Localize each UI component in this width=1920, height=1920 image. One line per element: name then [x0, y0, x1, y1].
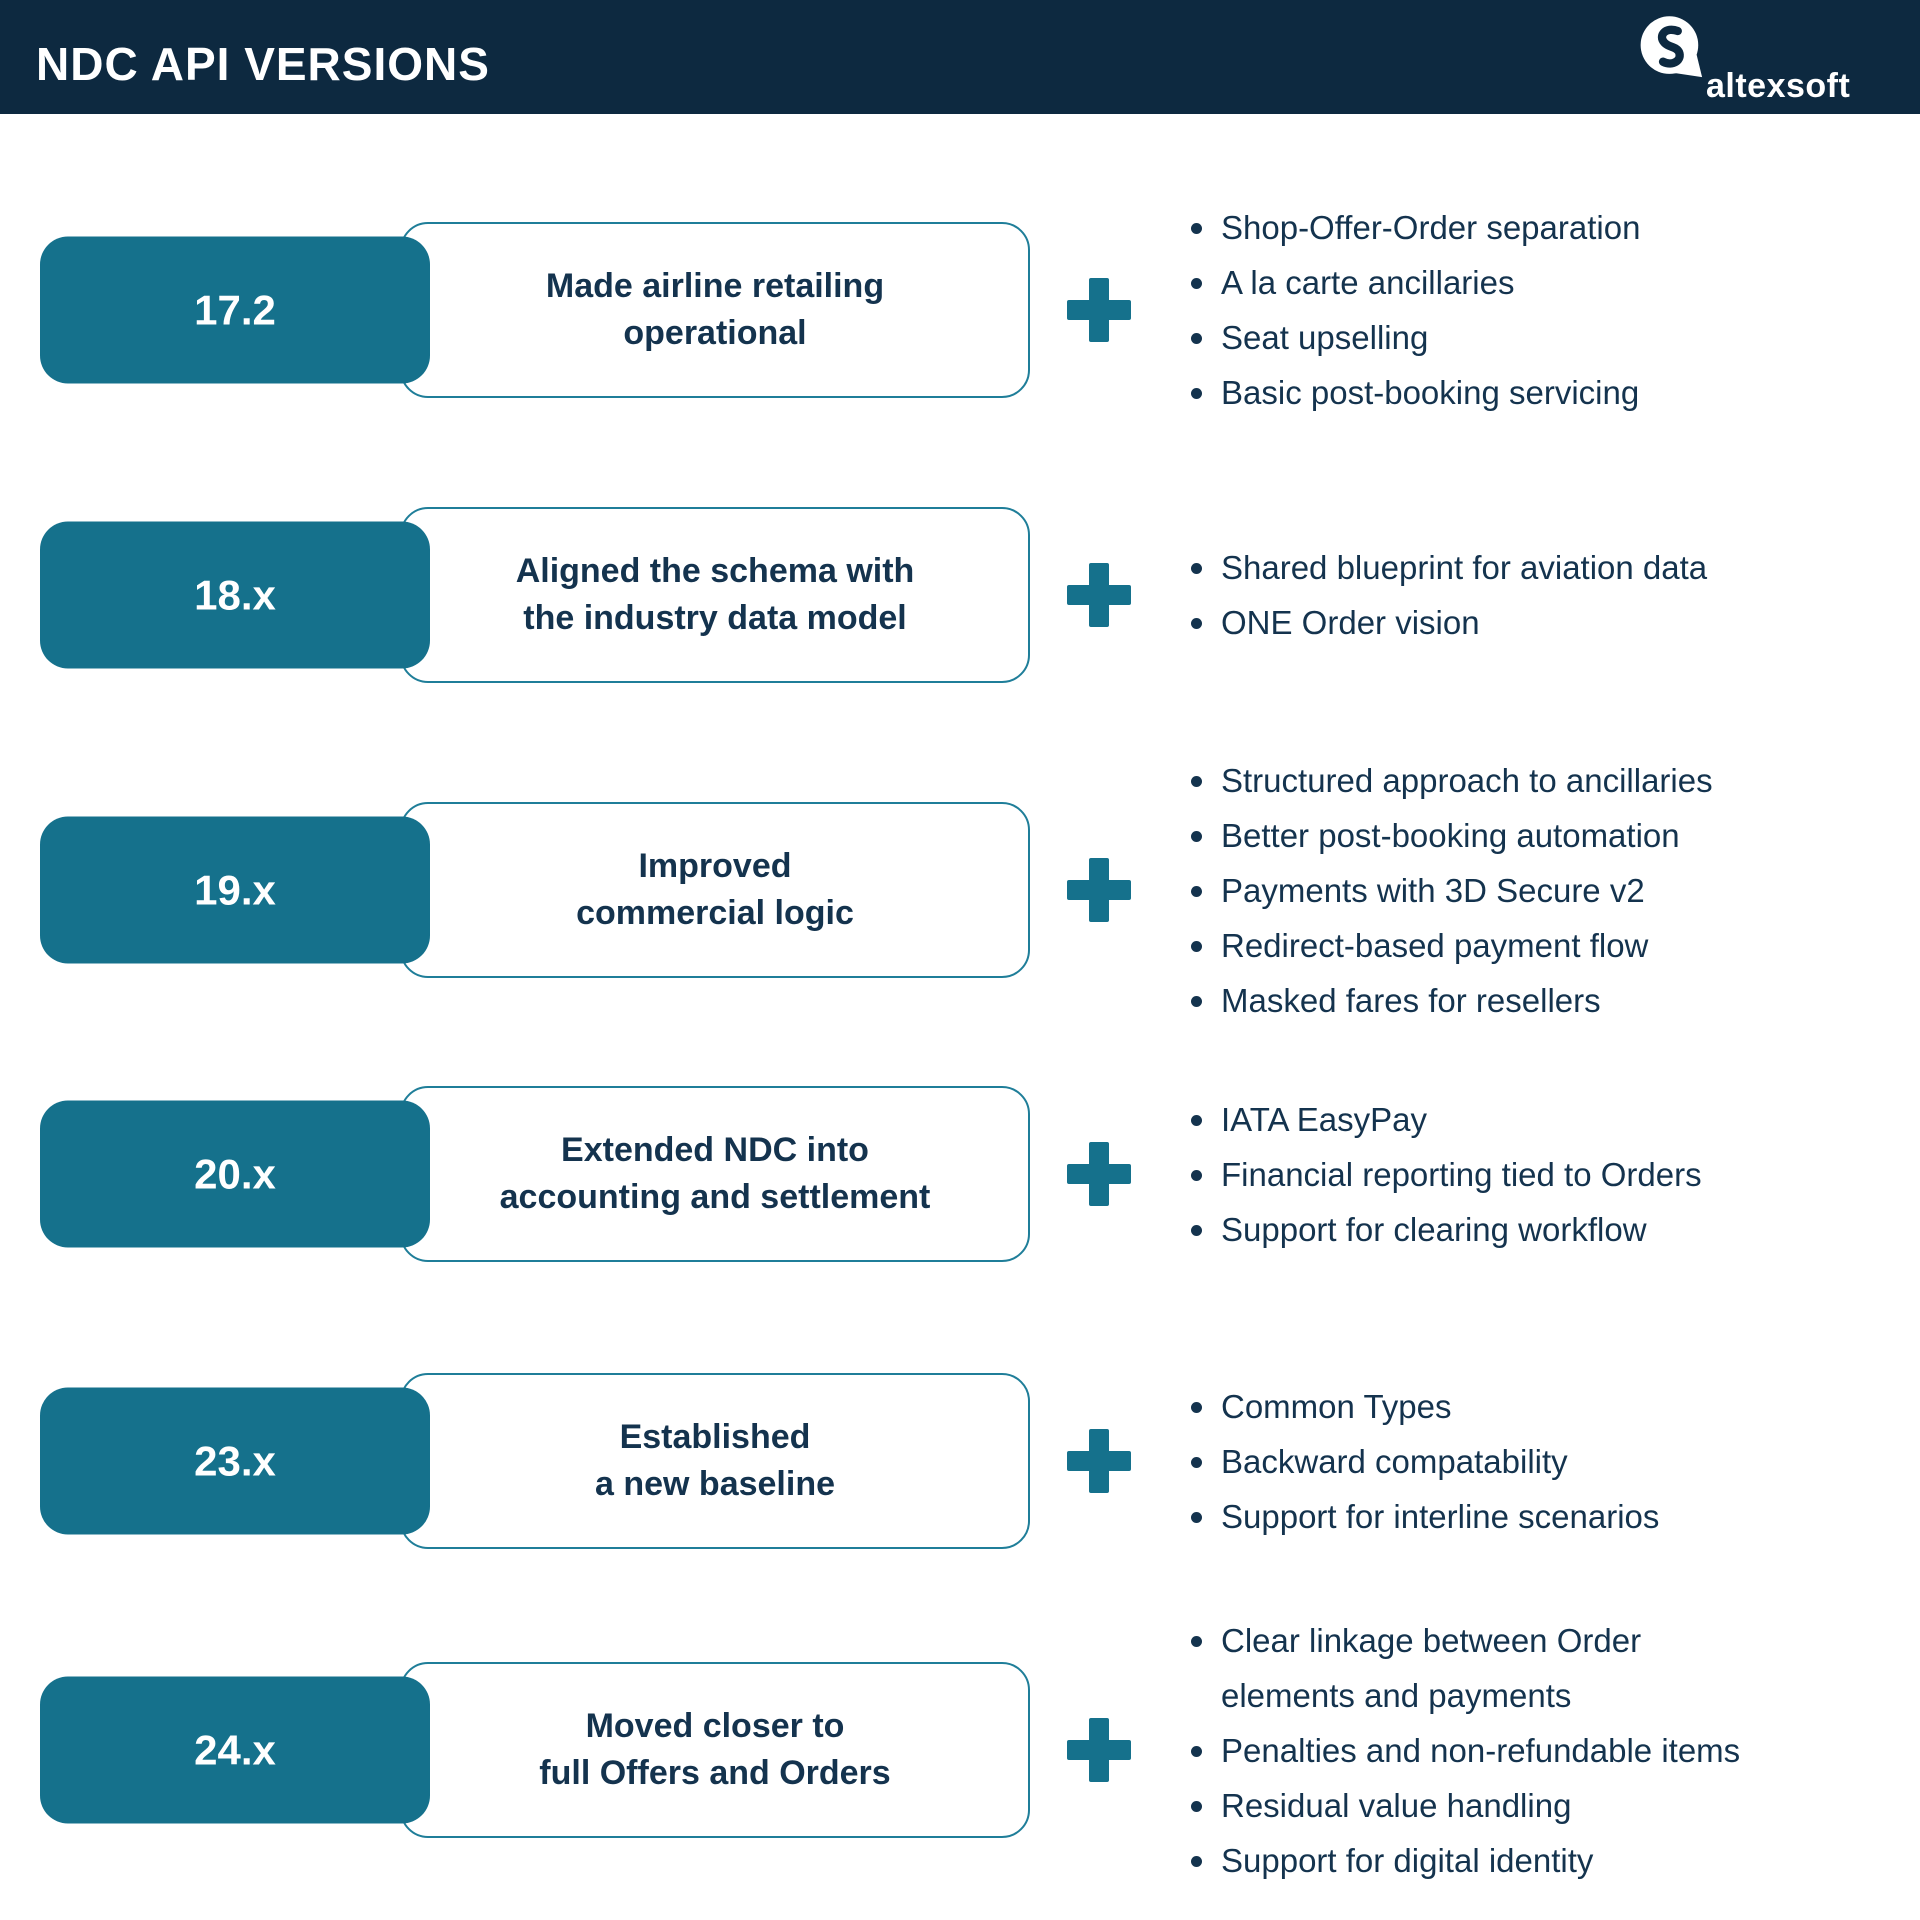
- version-summary-box: Improved commercial logic: [400, 802, 1030, 978]
- feature-list: Shared blueprint for aviation data ONE O…: [1189, 540, 1707, 650]
- feature-item: Redirect-based payment flow: [1189, 918, 1713, 973]
- brand-name: altexsoft: [1706, 67, 1851, 105]
- version-badge: 24.x: [40, 1676, 430, 1824]
- feature-item: ONE Order vision: [1189, 595, 1707, 650]
- feature-item: A la carte ancillaries: [1189, 255, 1640, 310]
- version-badge: 18.x: [40, 521, 430, 669]
- version-row-17-2: Made airline retailing operational 17.2 …: [0, 190, 1920, 430]
- version-row-19-x: Improved commercial logic 19.x Structure…: [0, 762, 1920, 1019]
- feature-item: Financial reporting tied to Orders: [1189, 1147, 1702, 1202]
- version-badge: 19.x: [40, 816, 430, 964]
- version-left-group: Improved commercial logic 19.x: [0, 802, 1030, 978]
- version-summary-box: Extended NDC into accounting and settlem…: [400, 1086, 1030, 1262]
- feature-list: Common Types Backward compatability Supp…: [1189, 1379, 1659, 1544]
- altexsoft-logo-icon: [1640, 16, 1703, 78]
- feature-item: Payments with 3D Secure v2: [1189, 863, 1713, 918]
- feature-item: Shop-Offer-Order separation: [1189, 200, 1640, 255]
- feature-item: Structured approach to ancillaries: [1189, 753, 1713, 808]
- feature-list: IATA EasyPay Financial reporting tied to…: [1189, 1092, 1702, 1257]
- version-badge: 23.x: [40, 1387, 430, 1535]
- version-summary-box: Moved closer to full Offers and Orders: [400, 1662, 1030, 1838]
- feature-list: Shop-Offer-Order separation A la carte a…: [1189, 200, 1640, 420]
- version-summary: Aligned the schema with the industry dat…: [515, 552, 915, 637]
- feature-item: Backward compatability: [1189, 1434, 1659, 1489]
- page-title: NDC API VERSIONS: [36, 38, 490, 90]
- version-summary-box: Made airline retailing operational: [400, 222, 1030, 398]
- version-summary-box: Aligned the schema with the industry dat…: [400, 507, 1030, 683]
- feature-item: Shared blueprint for aviation data: [1189, 540, 1707, 595]
- feature-item: Better post-booking automation: [1189, 808, 1713, 863]
- feature-item: Penalties and non-refundable items: [1189, 1723, 1740, 1778]
- feature-item: Clear linkage between Order elements and…: [1189, 1613, 1740, 1723]
- version-badge: 17.2: [40, 236, 430, 384]
- plus-icon: [1067, 1142, 1131, 1206]
- version-row-20-x: Extended NDC into accounting and settlem…: [0, 1085, 1920, 1263]
- feature-item: Seat upselling: [1189, 310, 1640, 365]
- plus-icon: [1067, 563, 1131, 627]
- feature-item: IATA EasyPay: [1189, 1092, 1702, 1147]
- version-summary: Moved closer to full Offers and Orders: [539, 1707, 891, 1792]
- feature-item: Basic post-booking servicing: [1189, 365, 1640, 420]
- feature-item: Support for interline scenarios: [1189, 1489, 1659, 1544]
- feature-item: Masked fares for resellers: [1189, 973, 1713, 1028]
- version-summary: Established a new baseline: [595, 1418, 835, 1503]
- version-badge: 20.x: [40, 1100, 430, 1248]
- feature-list: Clear linkage between Order elements and…: [1189, 1613, 1740, 1888]
- feature-item: Residual value handling: [1189, 1778, 1740, 1833]
- feature-item: Support for digital identity: [1189, 1833, 1740, 1888]
- version-left-group: Moved closer to full Offers and Orders 2…: [0, 1662, 1030, 1838]
- version-summary: Improved commercial logic: [576, 847, 854, 932]
- version-left-group: Aligned the schema with the industry dat…: [0, 507, 1030, 683]
- brand-logo: altexsoft: [1640, 0, 1890, 114]
- version-row-23-x: Established a new baseline 23.x Common T…: [0, 1372, 1920, 1550]
- plus-icon: [1067, 858, 1131, 922]
- version-left-group: Made airline retailing operational 17.2: [0, 222, 1030, 398]
- feature-list: Structured approach to ancillaries Bette…: [1189, 753, 1713, 1028]
- version-summary: Made airline retailing operational: [545, 267, 885, 352]
- plus-icon: [1067, 1429, 1131, 1493]
- version-row-24-x: Moved closer to full Offers and Orders 2…: [0, 1622, 1920, 1879]
- version-summary-box: Established a new baseline: [400, 1373, 1030, 1549]
- version-summary: Extended NDC into accounting and settlem…: [499, 1131, 931, 1216]
- version-left-group: Established a new baseline 23.x: [0, 1373, 1030, 1549]
- plus-icon: [1067, 278, 1131, 342]
- plus-icon: [1067, 1718, 1131, 1782]
- feature-item: Common Types: [1189, 1379, 1659, 1434]
- version-left-group: Extended NDC into accounting and settlem…: [0, 1086, 1030, 1262]
- header-bar: NDC API VERSIONS altexsoft: [0, 0, 1920, 114]
- feature-item: Support for clearing workflow: [1189, 1202, 1702, 1257]
- version-row-18-x: Aligned the schema with the industry dat…: [0, 505, 1920, 685]
